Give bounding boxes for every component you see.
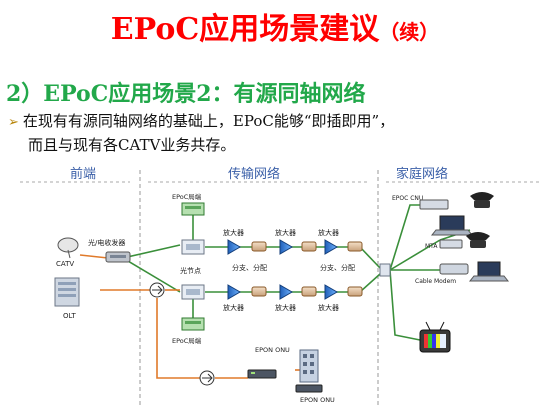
epoc-cnu-label: EPOC CNU <box>392 195 423 202</box>
laptop-icon <box>468 261 510 282</box>
bullet-text: ➢在现有有源同轴网络的基础上，EPoC能够“即插即用”， 而且与现有各CATV业… <box>8 110 548 156</box>
amplifier-icon <box>279 284 293 300</box>
amplifier-icon <box>279 239 293 255</box>
optical-transceiver-label: 光/电收发器 <box>88 238 125 247</box>
split-label-1: 分支、分配 <box>232 263 267 272</box>
home-splitter-icon <box>379 263 391 277</box>
splitter-icon <box>251 286 267 297</box>
epon-onu-icon <box>247 369 277 379</box>
telephone-icon <box>470 192 494 208</box>
epoc-office-top-icon <box>181 202 205 216</box>
television-icon <box>419 321 451 353</box>
amplifier-label-6: 放大器 <box>318 303 339 312</box>
mta-label: MTA <box>425 243 438 250</box>
optical-node-top-icon <box>181 239 205 255</box>
cable-modem-label: Cable Modem <box>415 278 456 285</box>
zone-transport-label: 传输网络 <box>228 166 280 182</box>
bullet-arrow-icon: ➢ <box>8 115 19 130</box>
epon-onu-label-2: EPON ONU <box>300 396 335 404</box>
bullet-line-1: 在现有有源同轴网络的基础上，EPoC能够“即插即用”， <box>22 112 395 130</box>
zone-home-label: 家庭网络 <box>396 166 448 182</box>
bullet-line-2: 而且与现有各CATV业务共存。 <box>28 136 236 154</box>
zone-front-label: 前端 <box>70 166 96 182</box>
amplifier-label-2: 放大器 <box>275 228 296 237</box>
epoc-office-bottom-label: EPoC局端 <box>172 336 202 345</box>
amplifier-icon <box>227 239 241 255</box>
epoc-office-top-label: EPoC局端 <box>172 192 202 201</box>
amplifier-icon <box>324 284 338 300</box>
splitter-icon <box>301 286 317 297</box>
splitter-icon <box>347 286 363 297</box>
section-heading: 2）EPoC应用场景2：有源同轴网络 <box>6 81 366 107</box>
slide-title: EPoC应用场景建议（续） <box>0 4 550 48</box>
epon-onu-icon <box>295 384 323 393</box>
splitter-icon <box>347 241 363 252</box>
telephone-icon <box>466 232 490 248</box>
olt-label: OLT <box>63 312 76 320</box>
building-icon <box>299 349 319 383</box>
epon-onu-label-1: EPON ONU <box>255 346 290 354</box>
optical-node-bottom-icon <box>181 284 205 300</box>
epoc-cnu-icon <box>419 199 449 210</box>
fiber-links <box>79 254 300 379</box>
optical-splitter-icon <box>199 370 215 386</box>
title-suffix: （续） <box>379 20 440 44</box>
satellite-dish-icon <box>57 237 79 259</box>
epoc-office-bottom-icon <box>181 317 205 331</box>
amplifier-label-1: 放大器 <box>223 228 244 237</box>
amplifier-label-3: 放大器 <box>318 228 339 237</box>
splitter-icon <box>251 241 267 252</box>
catv-label: CATV <box>56 260 74 268</box>
optical-node-label: 光节点 <box>180 266 201 275</box>
amplifier-label-4: 放大器 <box>223 303 244 312</box>
amplifier-icon <box>324 239 338 255</box>
optical-splitter-icon <box>149 282 165 298</box>
title-main: EPoC应用场景建议 <box>110 12 380 47</box>
cable-modem-icon <box>439 263 469 275</box>
optical-transceiver-icon <box>105 251 131 263</box>
laptop-icon <box>430 215 474 236</box>
mta-icon <box>439 239 463 249</box>
split-label-2: 分支、分配 <box>320 263 355 272</box>
splitter-icon <box>301 241 317 252</box>
coax-links <box>122 204 471 341</box>
olt-icon <box>54 277 80 307</box>
amplifier-icon <box>227 284 241 300</box>
amplifier-label-5: 放大器 <box>275 303 296 312</box>
